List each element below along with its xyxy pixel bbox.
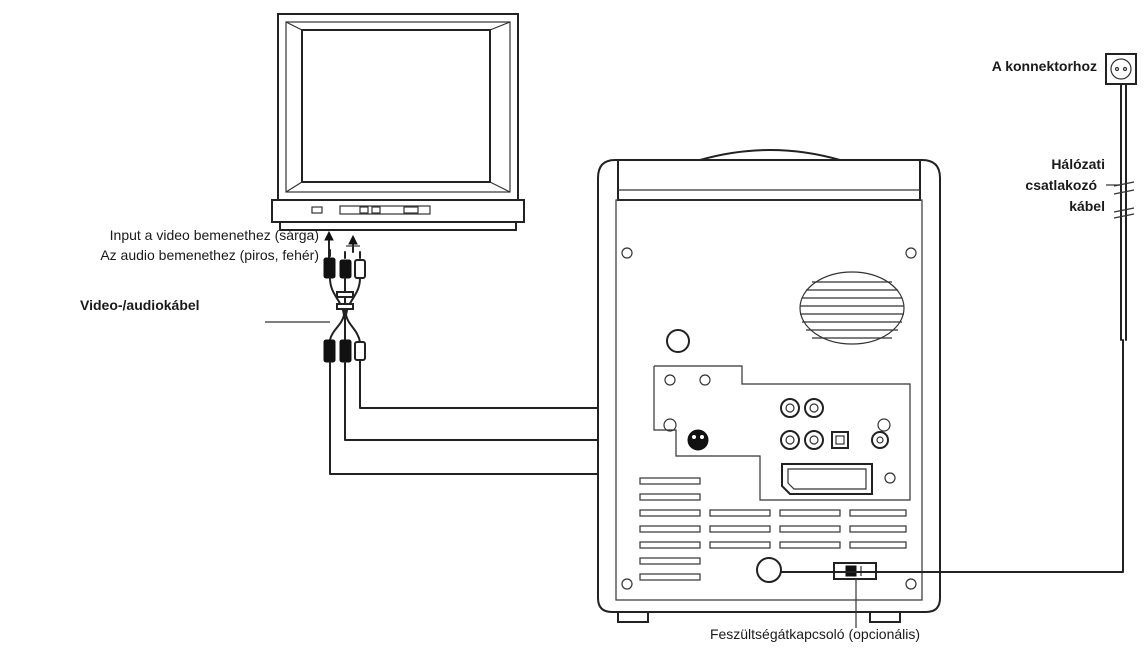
- crt-television-icon: [271, 13, 525, 231]
- wall-outlet-icon: [1105, 53, 1137, 85]
- av-cable-label: Video-/audiokábel: [80, 297, 200, 313]
- power-cable: [780, 83, 1135, 573]
- dvd-player-rear-panel-icon: [597, 149, 941, 628]
- av-cable: [265, 249, 366, 379]
- voltage-switch-label: Feszültségátkapcsoló (opcionális): [709, 626, 921, 642]
- signal-arrows: [324, 230, 360, 259]
- power-cable-label-line3: kábel: [1069, 198, 1105, 214]
- audio-input-label: Az audio bemenethez (piros, fehér): [100, 247, 319, 263]
- speaker-grille: [799, 271, 905, 345]
- power-cable-label-line1: Hálózati: [1051, 156, 1105, 172]
- video-input-label: Input a video bemenethez (sárga): [109, 227, 319, 243]
- vent-slots: [639, 477, 907, 581]
- connector-label: A konnektorhoz: [991, 58, 1097, 74]
- power-cable-label-line2: csatlakozó: [1025, 177, 1097, 193]
